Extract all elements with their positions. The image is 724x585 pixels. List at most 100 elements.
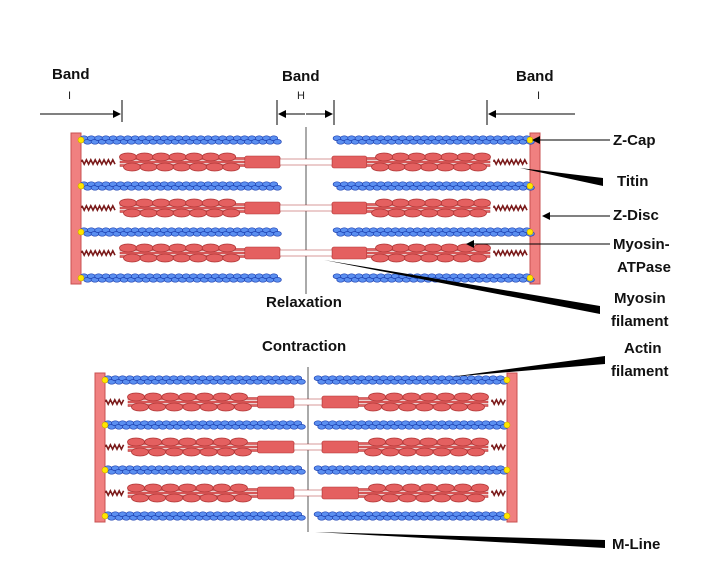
myosin-head — [131, 493, 149, 503]
actin-bead — [273, 231, 282, 237]
myosin-half — [127, 392, 295, 412]
myosin-head — [368, 483, 386, 493]
myosin-head — [199, 447, 218, 457]
myosin-head — [185, 243, 204, 253]
myosin-head — [165, 402, 184, 412]
titin-label: Titin — [617, 173, 649, 190]
relaxed-sarcomere — [70, 127, 541, 294]
myosin-head — [135, 152, 154, 162]
z-cap — [101, 376, 109, 384]
myosin-head — [135, 243, 154, 253]
myosin-head — [387, 162, 406, 172]
myosin-head — [199, 402, 218, 412]
myosin-head — [453, 437, 472, 447]
myosin-head — [432, 402, 451, 412]
myosin-body — [244, 155, 281, 169]
myosin-head — [456, 152, 475, 162]
myosin-head — [375, 243, 393, 253]
titin-spring — [81, 158, 116, 166]
band-i-left-title: Band — [52, 66, 90, 83]
myosin-body — [244, 246, 281, 260]
myosin-head — [471, 483, 489, 493]
z-cap — [503, 512, 511, 520]
z-cap — [526, 274, 534, 282]
myosin-head — [420, 162, 438, 172]
myosin-head — [381, 402, 400, 412]
myosin-head — [205, 253, 224, 263]
actin-filament-label-line2: filament — [611, 363, 669, 380]
myosin-head — [456, 198, 475, 208]
myosin-head — [156, 208, 174, 218]
myosin-head — [119, 152, 137, 162]
myosin-head — [436, 483, 455, 493]
myosin-head — [452, 208, 471, 218]
bare-zone — [279, 158, 333, 166]
myosin-head — [123, 208, 141, 218]
myosin-half — [321, 437, 489, 457]
myosin-half — [331, 243, 491, 263]
myosin-head — [364, 402, 382, 412]
bare-zone — [293, 398, 323, 406]
myosin-head — [216, 447, 235, 457]
myosin-head — [195, 483, 214, 493]
myosin-head — [131, 402, 149, 412]
myosin-head — [432, 447, 451, 457]
myosin-head — [415, 447, 434, 457]
myosin-filament-label-line2: filament — [611, 313, 669, 330]
myosin-head — [168, 243, 187, 253]
myosin-head — [152, 198, 170, 208]
contracted-sarcomere — [94, 367, 518, 532]
myosin-body — [331, 201, 368, 215]
titin-spring — [81, 204, 116, 212]
myosin-head — [127, 392, 145, 402]
myosin-filament-pointer — [324, 260, 600, 314]
z-cap — [77, 228, 85, 236]
myosin-head — [415, 493, 434, 503]
myosin-head — [178, 437, 197, 447]
myosin-head — [473, 243, 491, 253]
titin-spring — [491, 443, 506, 451]
actin-filament — [79, 181, 282, 191]
titin-spring — [493, 158, 528, 166]
myosin-head — [172, 253, 191, 263]
annotation-lines — [40, 100, 610, 548]
myosin-head — [205, 208, 224, 218]
z-cap — [503, 421, 511, 429]
myosin-head — [440, 198, 459, 208]
z-cap — [503, 466, 511, 474]
actin-filament — [103, 375, 306, 385]
myosin-half — [331, 152, 491, 172]
titin-spring — [493, 204, 528, 212]
z-disc — [94, 372, 106, 523]
myosin-head — [452, 253, 471, 263]
myosin-head — [371, 162, 389, 172]
band-i-right-sub: I — [537, 90, 541, 102]
myosin-head — [201, 198, 220, 208]
actin-filament — [332, 135, 535, 145]
myosin-body — [321, 486, 359, 500]
myosin-head — [402, 437, 421, 447]
myosin-body — [257, 440, 295, 454]
actin-filament — [103, 420, 306, 430]
myosin-head — [381, 493, 400, 503]
myosin-head — [403, 208, 422, 218]
myosin-head — [424, 243, 442, 253]
myosin-head — [449, 493, 468, 503]
myosin-head — [168, 152, 187, 162]
actin-bead — [273, 139, 282, 145]
myosin-head — [148, 493, 167, 503]
myosin-head — [407, 243, 426, 253]
myosin-head — [156, 253, 174, 263]
myosin-head — [201, 243, 220, 253]
myosin-head — [172, 162, 191, 172]
myosin-head — [440, 152, 459, 162]
myosin-head — [123, 253, 141, 263]
myosin-head — [403, 253, 422, 263]
myosin-head — [403, 162, 422, 172]
myosin-head — [419, 483, 438, 493]
myosin-head — [391, 152, 410, 162]
myosin-head — [424, 152, 442, 162]
myosin-head — [368, 437, 386, 447]
myosin-head — [152, 243, 170, 253]
